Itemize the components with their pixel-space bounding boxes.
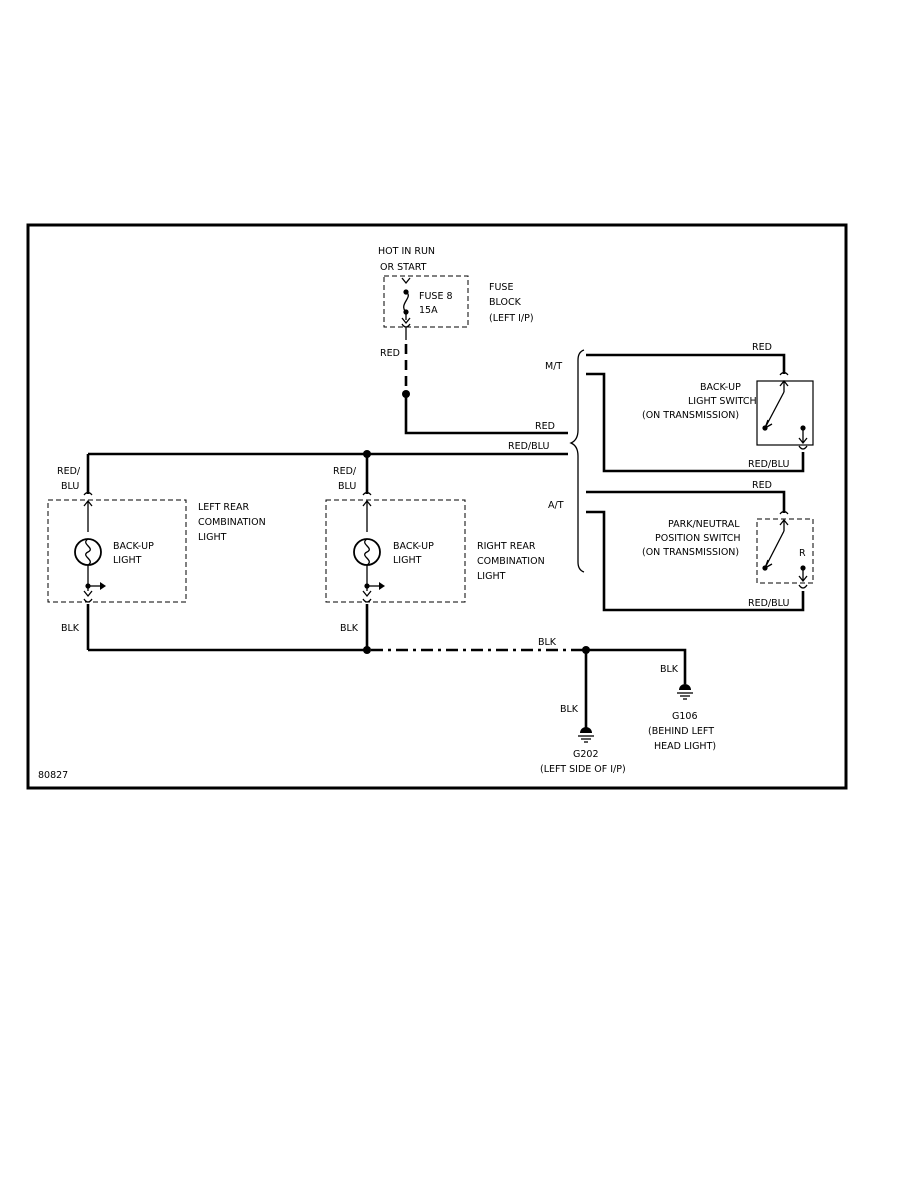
backup-switch-contacts — [762, 371, 808, 450]
power-source-label-2: OR START — [380, 262, 427, 273]
wire-label-right-blk: BLK — [340, 623, 359, 634]
pn-switch-label-3: (ON TRANSMISSION) — [642, 547, 739, 558]
fuse-8 — [401, 277, 411, 328]
pn-switch-box — [756, 518, 814, 584]
mt-red-blu-wire — [586, 372, 805, 473]
backup-switch-label: BACK-UP — [700, 382, 741, 393]
fuse-block-label: FUSE — [489, 282, 513, 293]
g106-wire — [586, 648, 687, 684]
pn-switch-position: R — [799, 548, 806, 559]
figure-id: 80827 — [38, 770, 68, 781]
left-bulb-label: BACK-UP — [113, 541, 154, 552]
wire-label-g202-blk: BLK — [560, 704, 579, 715]
option-brace — [569, 349, 585, 573]
wire-label-red-blu-main: RED/BLU — [508, 441, 549, 452]
mt-label: M/T — [545, 361, 562, 372]
fuse-block-label-3: (LEFT I/P) — [489, 313, 534, 324]
g202-ground-icon — [578, 727, 594, 743]
splice-ground-right — [363, 646, 371, 654]
wire-label-red-at: RED — [752, 480, 772, 491]
right-bulb-label-2: LIGHT — [393, 555, 422, 566]
at-red-blu-wire — [586, 510, 805, 612]
mt-red-wire — [586, 353, 786, 374]
wire-label-red-main: RED — [535, 421, 555, 432]
left-bulb-label-2: LIGHT — [113, 555, 142, 566]
g106-location-2: HEAD LIGHT) — [654, 741, 716, 752]
power-source-label: HOT IN RUN — [378, 246, 435, 257]
wire-label-red-blu-mt: RED/BLU — [748, 459, 789, 470]
right-bulb-label: BACK-UP — [393, 541, 434, 552]
wire-label-right-red-blu: RED/ — [333, 466, 357, 477]
left-backup-bulb-icon — [74, 491, 106, 603]
right-assembly-label-3: LIGHT — [477, 571, 506, 582]
g106-ground-icon — [677, 684, 693, 700]
g202-location: (LEFT SIDE OF I/P) — [540, 764, 626, 775]
wire-label-g106-blk: BLK — [660, 664, 679, 675]
diagram-frame — [26, 223, 848, 790]
wire-label-ground-bus: BLK — [538, 637, 557, 648]
fuse-block-label-2: BLOCK — [489, 297, 522, 308]
right-assembly-label: RIGHT REAR — [477, 541, 536, 552]
backup-switch-label-2: LIGHT SWITCH — [688, 396, 757, 407]
left-assembly-label: LEFT REAR — [198, 502, 250, 513]
g106-location: (BEHIND LEFT — [648, 726, 714, 737]
backup-switch-label-3: (ON TRANSMISSION) — [642, 410, 739, 421]
right-backup-bulb-icon — [353, 491, 385, 603]
pn-switch-label-2: POSITION SWITCH — [655, 533, 741, 544]
fuse-block-outline — [383, 275, 469, 328]
pn-switch-label: PARK/NEUTRAL — [668, 519, 740, 530]
at-label: A/T — [548, 500, 564, 511]
backup-switch-box — [756, 380, 814, 446]
at-red-wire — [586, 490, 786, 513]
pn-switch-contacts — [762, 510, 808, 589]
g106-id: G106 — [672, 711, 698, 722]
wire-label-red-blu-at: RED/BLU — [748, 598, 789, 609]
right-assembly-label-2: COMBINATION — [477, 556, 545, 567]
wire-label-left-red-blu: RED/ — [57, 466, 81, 477]
wire-label-red-mt: RED — [752, 342, 772, 353]
g202-id: G202 — [573, 749, 599, 760]
wire-label-left-red-blu-2: BLU — [61, 481, 79, 492]
wire-label-left-blk: BLK — [61, 623, 80, 634]
fuse-rating: 15A — [419, 305, 438, 316]
left-assembly-label-3: LIGHT — [198, 532, 227, 543]
red-wire — [404, 394, 568, 435]
wire-label-red-fuse: RED — [380, 348, 400, 359]
left-lamp-assembly — [47, 499, 187, 603]
fuse-name: FUSE 8 — [419, 291, 453, 302]
left-assembly-label-2: COMBINATION — [198, 517, 266, 528]
wire-label-right-red-blu-2: BLU — [338, 481, 356, 492]
